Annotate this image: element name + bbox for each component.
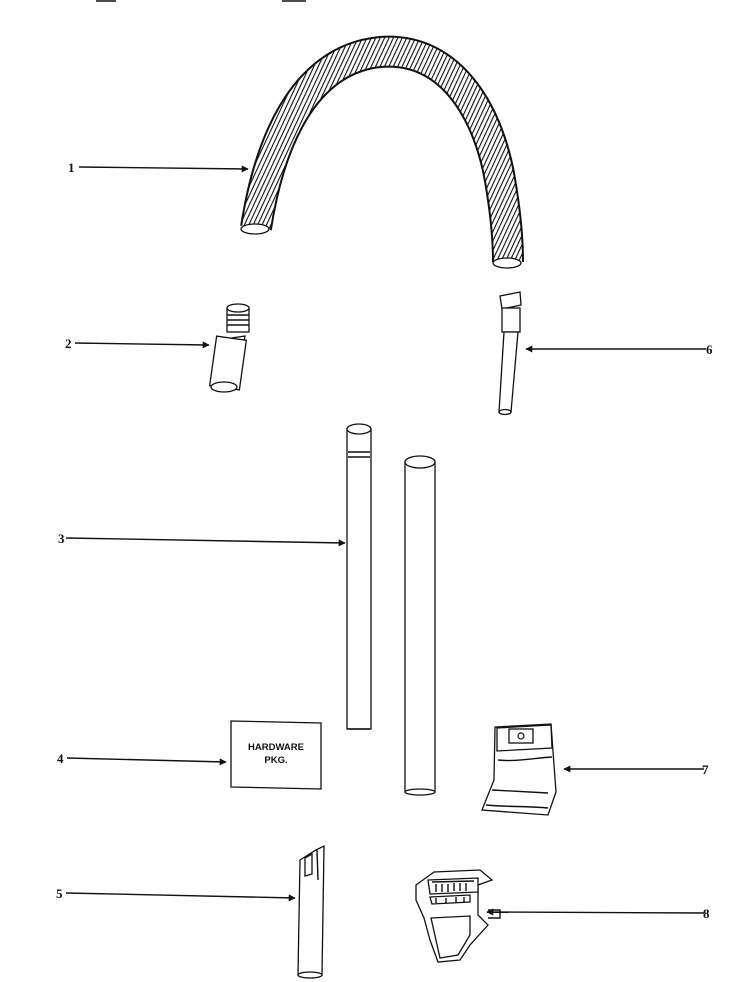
dust-bag-part	[481, 723, 557, 816]
callout-2: 2	[65, 336, 72, 351]
callout-8: 8	[703, 906, 710, 921]
callout-5: 5	[56, 886, 63, 901]
floor-nozzle-part	[415, 869, 501, 963]
leader-8	[486, 908, 705, 916]
leader-4	[66, 757, 227, 766]
leader-arrows	[65, 165, 706, 916]
hardware-package: HARDWARE PKG.	[230, 720, 322, 790]
leader-3	[65, 537, 346, 547]
wand-tube-left	[346, 423, 372, 730]
leader-5	[65, 892, 296, 902]
wand-tube-right	[404, 455, 436, 796]
callout-3: 3	[58, 531, 65, 546]
callout-7: 7	[702, 762, 709, 777]
callout-4: 4	[57, 751, 64, 766]
hose-adapter-part	[208, 303, 250, 393]
hose-end-part	[498, 291, 522, 416]
leader-1	[78, 165, 249, 173]
hardware-label-line1: HARDWARE	[248, 742, 304, 753]
leader-2	[74, 341, 210, 349]
hardware-label-line2: PKG.	[264, 755, 287, 766]
hose-part	[240, 35, 524, 269]
callout-1: 1	[68, 160, 75, 175]
callout-numbers: 1 2 3 4 5 6 7 8	[56, 160, 713, 921]
callout-6: 6	[706, 342, 713, 357]
crevice-tool-part	[297, 844, 325, 979]
